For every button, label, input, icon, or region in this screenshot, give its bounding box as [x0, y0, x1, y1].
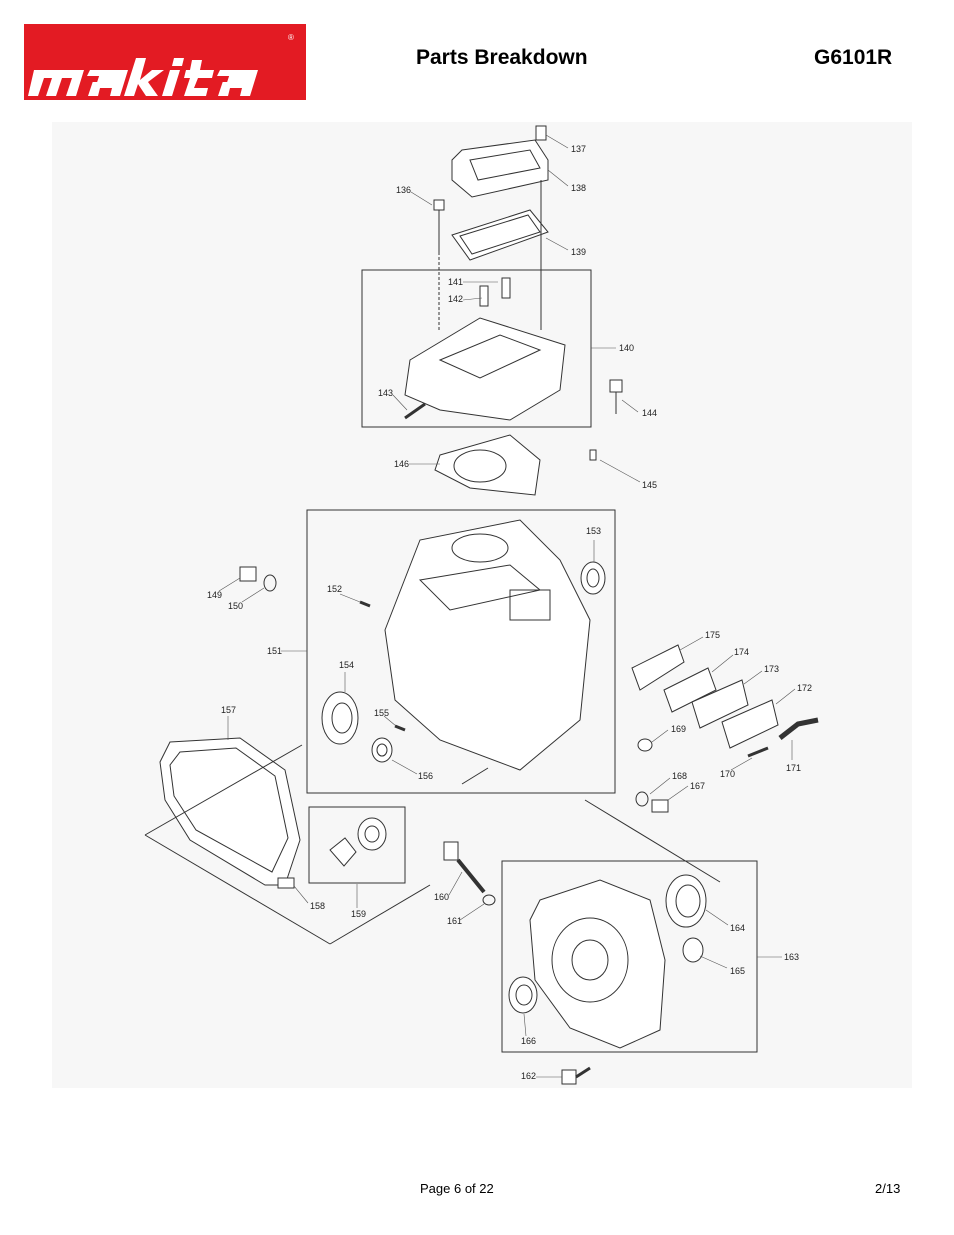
part-label-150: 150: [228, 601, 243, 611]
revision-date: 2/13: [875, 1181, 901, 1196]
part-label-163: 163: [784, 952, 799, 962]
part-label-161: 161: [447, 916, 462, 926]
part-label-157: 157: [221, 705, 236, 715]
part-label-173: 173: [764, 664, 779, 674]
part-label-151: 151: [267, 646, 282, 656]
part-label-139: 139: [571, 247, 586, 257]
part-label-172: 172: [797, 683, 812, 693]
part-label-144: 144: [642, 408, 657, 418]
part-label-168: 168: [672, 771, 687, 781]
part-label-169: 169: [671, 724, 686, 734]
registered-mark: ®: [288, 33, 294, 42]
part-label-155: 155: [374, 708, 389, 718]
part-label-165: 165: [730, 966, 745, 976]
page-title: Parts Breakdown: [416, 46, 588, 69]
model-number: G6101R: [814, 46, 893, 69]
part-label-153: 153: [586, 526, 601, 536]
part-label-167: 167: [690, 781, 705, 791]
governor-box: [308, 806, 406, 884]
part-label-156: 156: [418, 771, 433, 781]
part-label-146: 146: [394, 459, 409, 469]
part-label-162: 162: [521, 1071, 536, 1081]
part-label-164: 164: [730, 923, 745, 933]
part-label-141: 141: [448, 277, 463, 287]
part-label-174: 174: [734, 647, 749, 657]
part-label-171: 171: [786, 763, 801, 773]
part-label-143: 143: [378, 388, 393, 398]
part-label-160: 160: [434, 892, 449, 902]
part-label-166: 166: [521, 1036, 536, 1046]
part-label-170: 170: [720, 769, 735, 779]
parts-diagram: 137 138 136 139 141 142 140 143 144 146 145 153 149 1…: [52, 122, 912, 1088]
part-label-142: 142: [448, 294, 463, 304]
exploded-view: 137 138 136 139 141 142 140 143 144 146 145 153 149 1…: [144, 125, 819, 1085]
part-label-137: 137: [571, 144, 586, 154]
part-label-140: 140: [619, 343, 634, 353]
part-label-175: 175: [705, 630, 720, 640]
part-label-152: 152: [327, 584, 342, 594]
crankcase-cover-box: [501, 860, 758, 1053]
page-number: Page 6 of 22: [420, 1181, 494, 1196]
makita-logo: ®: [24, 24, 306, 100]
part-label-154: 154: [339, 660, 354, 670]
part-label-158: 158: [310, 901, 325, 911]
part-label-138: 138: [571, 183, 586, 193]
crankcase-box: [306, 509, 616, 794]
part-label-159: 159: [351, 909, 366, 919]
part-label-149: 149: [207, 590, 222, 600]
cylinder-head-box: [361, 269, 592, 428]
part-label-145: 145: [642, 480, 657, 490]
part-label-136: 136: [396, 185, 411, 195]
